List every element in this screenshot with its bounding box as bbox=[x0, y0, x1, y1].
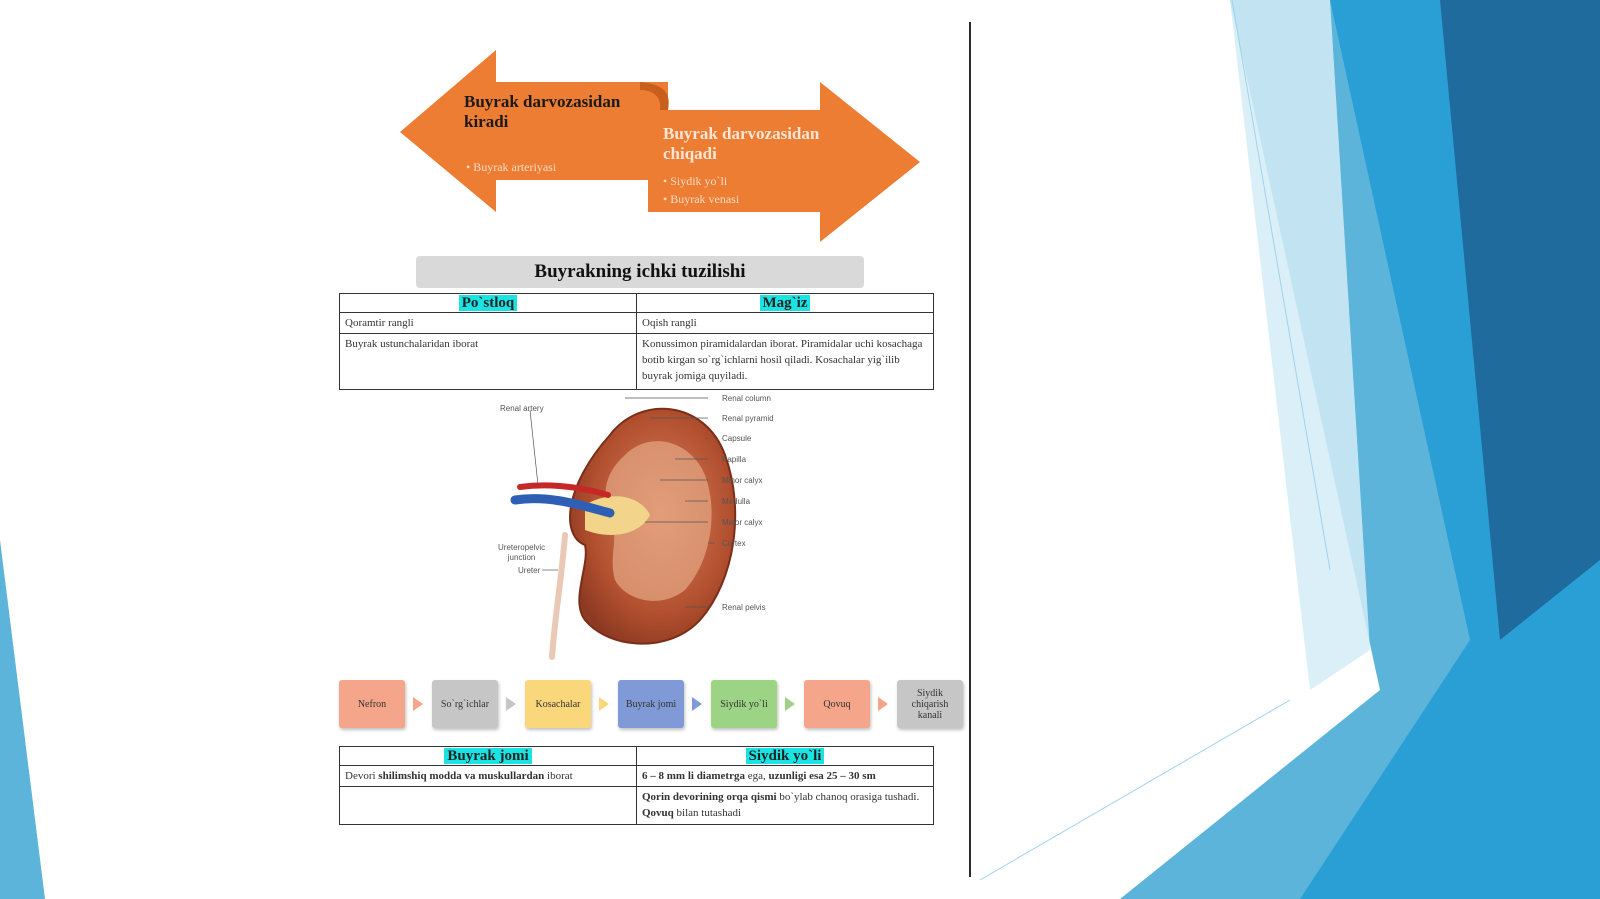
bg-thin-line bbox=[1231, 0, 1331, 571]
arrow-out-title: Buyrak darvozasidan chiqadi bbox=[663, 124, 820, 163]
flow-arrow-icon bbox=[878, 697, 888, 711]
label-capsule: Capsule bbox=[722, 434, 752, 443]
table-row: Buyrak ustunchalaridan iborat Konussimon… bbox=[339, 333, 934, 390]
arrow-in-item: • Buyrak arteriyasi bbox=[466, 160, 557, 174]
label-medulla: Medulla bbox=[722, 497, 751, 506]
flow-step: Qovuq bbox=[804, 680, 870, 728]
flow-step: So`rg`ichlar bbox=[432, 680, 498, 728]
arrow-in bbox=[400, 50, 668, 212]
kidney-illustration bbox=[510, 397, 737, 660]
table-cell: Qorin devorining orqa qismi bo`ylab chan… bbox=[636, 786, 934, 825]
table-cell: Devori shilimshiq modda va muskullardan … bbox=[339, 765, 637, 787]
vertical-divider bbox=[969, 22, 971, 877]
flow-arrow-icon bbox=[599, 697, 609, 711]
table-header: Mag`iz bbox=[636, 293, 934, 313]
arrow-in-title: Buyrak darvozasidan kiradi bbox=[464, 92, 621, 131]
table-header: Siydik yo`li bbox=[636, 746, 934, 766]
table-header: Po`stloq bbox=[339, 293, 637, 313]
arrow-out bbox=[648, 82, 920, 242]
label-papilla: Papilla bbox=[722, 455, 747, 464]
label-renal-pyramid: Renal pyramid bbox=[722, 414, 774, 423]
label-minor-calyx: Minor calyx bbox=[722, 476, 763, 485]
flow-arrow-icon bbox=[506, 697, 516, 711]
bg-thin-line-2 bbox=[979, 699, 1291, 881]
table-header: Buyrak jomi bbox=[339, 746, 637, 766]
arrow-out-item: • Siydik yo`li bbox=[663, 174, 728, 188]
label-major-calyx: Major calyx bbox=[722, 518, 763, 527]
table-cell: Buyrak ustunchalaridan iborat bbox=[339, 333, 637, 390]
section-title: Buyrakning ichki tuzilishi bbox=[416, 256, 864, 288]
table-header-row: Buyrak jomi Siydik yo`li bbox=[339, 746, 934, 766]
label-ureter: Ureter bbox=[518, 566, 541, 575]
table-cell bbox=[339, 786, 637, 825]
flow-arrow-icon bbox=[785, 697, 795, 711]
renal-artery-vessel bbox=[517, 482, 611, 498]
pelvis-ureter-table: Buyrak jomi Siydik yo`li Devori shilimsh… bbox=[339, 746, 934, 825]
flow-step: Kosachalar bbox=[525, 680, 591, 728]
label-renal-artery: Renal artery bbox=[500, 404, 544, 413]
table-row: Qorin devorining orqa qismi bo`ylab chan… bbox=[339, 786, 934, 825]
label-leaders bbox=[529, 397, 715, 608]
arrow-in-curl bbox=[640, 82, 669, 110]
renal-vein bbox=[510, 494, 615, 518]
arrow-out-items: • Siydik yo`li • Buyrak venasi bbox=[663, 172, 739, 208]
kidney-inner bbox=[605, 441, 712, 601]
structure-table: Po`stloq Mag`iz Qoramtir rangli Oqish ra… bbox=[339, 293, 934, 390]
bg-blue-dark-shape bbox=[1440, 0, 1600, 640]
arrow-out-item: • Buyrak venasi bbox=[663, 192, 740, 206]
renal-pelvis-shape bbox=[585, 496, 650, 535]
urine-flow-diagram: Nefron So`rg`ichlar Kosachalar Buyrak jomi S… bbox=[339, 680, 963, 730]
flow-step: Buyrak jomi bbox=[618, 680, 684, 728]
flow-step: Siydik chiqarish kanali bbox=[897, 680, 963, 728]
flow-step: Nefron bbox=[339, 680, 405, 728]
flow-step: Siydik yo`li bbox=[711, 680, 777, 728]
table-header-row: Po`stloq Mag`iz bbox=[339, 293, 934, 313]
flow-arrow-icon bbox=[413, 697, 423, 711]
bg-light-strip bbox=[1230, 0, 1370, 690]
bg-left-shape bbox=[0, 540, 45, 899]
table-cell: Konussimon piramidalardan iborat. Pirami… bbox=[636, 333, 934, 390]
label-cortex: Cortex bbox=[722, 539, 746, 548]
table-row: Qoramtir rangli Oqish rangli bbox=[339, 312, 934, 334]
table-row: Devori shilimshiq modda va muskullardan … bbox=[339, 765, 934, 787]
table-cell: Oqish rangli bbox=[636, 312, 934, 334]
label-renal-pelvis: Renal pelvis bbox=[722, 603, 766, 612]
table-cell: 6 – 8 mm li diametrga ega, uzunligi esa … bbox=[636, 765, 934, 787]
flow-arrow-icon bbox=[692, 697, 702, 711]
label-renal-column: Renal column bbox=[722, 394, 771, 403]
arrows-diagram bbox=[400, 50, 920, 242]
ureter-vessel bbox=[549, 532, 568, 660]
table-cell: Qoramtir rangli bbox=[339, 312, 637, 334]
